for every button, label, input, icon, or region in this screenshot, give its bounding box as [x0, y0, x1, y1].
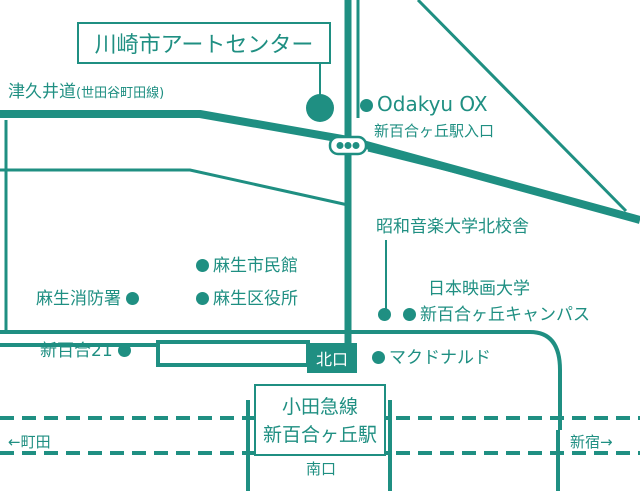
road-tsukui-michi: [0, 110, 640, 224]
direction-east-label: 新宿→: [570, 433, 613, 451]
mcdonalds-name: マクドナルド: [389, 348, 491, 368]
road-east-northdiag: [416, 0, 628, 213]
station-box: 小田急線 新百合ヶ丘駅: [254, 384, 386, 456]
direction-west: ←町田: [6, 434, 53, 451]
landmark-asao-shimin: 麻生市民館: [196, 258, 298, 275]
landmark-asao-fire: 麻生消防署: [36, 291, 139, 308]
landmark-station-entrance: 新百合ヶ丘駅入口: [374, 124, 494, 139]
landmark-nihon-eiga-campus: 新百合ヶ丘キャンパス: [378, 307, 590, 324]
north-exit-label: 北口: [315, 350, 348, 369]
station-line-name: 小田急線: [281, 396, 358, 418]
art-center-marker: [306, 94, 334, 122]
location-dot-icon: [117, 344, 131, 357]
station-entrance-name: 新百合ヶ丘駅入口: [374, 122, 495, 140]
asao-kuyakusho-name: 麻生区役所: [213, 289, 298, 309]
nihon-eiga-line1: 日本映画大学: [428, 279, 530, 299]
landmark-showa-college: 昭和音楽大学北校舎: [376, 219, 529, 236]
road-name: 津久井道: [8, 82, 76, 102]
road-subname: (世田谷町田線): [76, 86, 165, 101]
asao-shimin-name: 麻生市民館: [213, 256, 298, 276]
landmark-odakyu-ox: Odakyu OX: [360, 94, 488, 114]
odakyu-ox-name: Odakyu OX: [377, 92, 488, 116]
direction-west-label: ←町田: [8, 433, 51, 451]
road-station-loop: [156, 340, 310, 367]
landmark-nihon-eiga: 日本映画大学: [428, 281, 530, 298]
location-dot-icon: [196, 259, 209, 272]
landmark-asao-kuyakusho: 麻生区役所: [196, 291, 298, 308]
nihon-eiga-line2: 新百合ヶ丘キャンパス: [420, 305, 590, 325]
location-dot-icon: [126, 292, 139, 305]
location-dot-icon: [403, 308, 416, 321]
location-dot-icon: [360, 99, 373, 112]
south-exit-label: 南口: [306, 460, 337, 478]
location-dot-icon: [196, 292, 209, 305]
road-west-upper: [0, 168, 349, 207]
facility-name: 川崎市アートセンター: [94, 33, 314, 58]
direction-east: 新宿→: [568, 434, 615, 451]
location-dot-icon: [372, 351, 385, 364]
road-label-tsukui-michi: 津久井道(世田谷町田線): [8, 84, 164, 101]
showa-college-name: 昭和音楽大学北校舎: [376, 217, 529, 237]
road-station-front: [0, 330, 562, 430]
location-dot-icon: [378, 308, 391, 321]
south-exit: 南口: [306, 462, 336, 477]
shinyuri21-name: 新百合21: [40, 341, 113, 361]
landmark-mcdonalds: マクドナルド: [372, 350, 491, 367]
north-exit-box: 北口: [307, 343, 357, 373]
asao-fire-name: 麻生消防署: [36, 289, 121, 309]
facility-name-box: 川崎市アートセンター: [77, 22, 331, 64]
station-name: 新百合ヶ丘駅: [262, 424, 377, 446]
landmark-shinyuri21: 新百合21: [40, 343, 131, 360]
